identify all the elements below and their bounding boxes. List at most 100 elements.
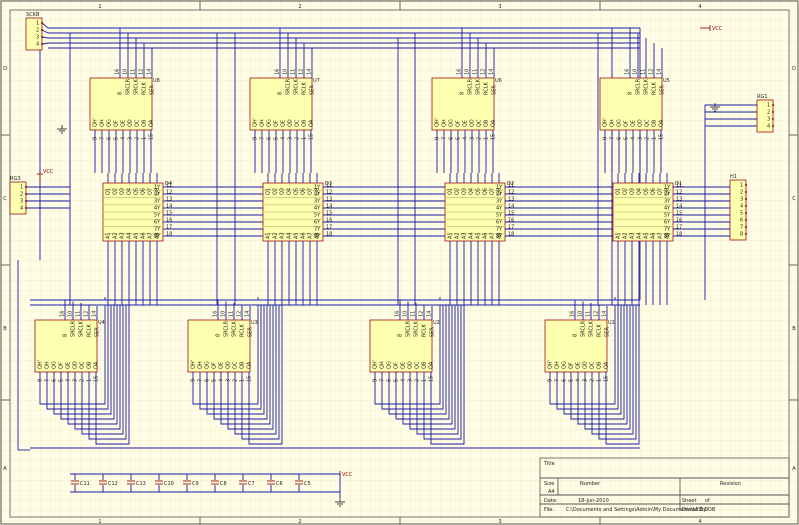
size-label: Size: [544, 481, 554, 487]
pin-num: 17: [166, 225, 172, 231]
border-col-label: 2: [298, 4, 301, 10]
pin-num: 11: [411, 311, 417, 317]
pin-name: A3: [280, 232, 286, 239]
pin-num: 2: [80, 379, 86, 382]
border-col-label: 2: [298, 519, 301, 525]
pin-num: 14: [489, 69, 495, 75]
title-label: Title: [543, 461, 555, 467]
pin-num: 1: [142, 137, 148, 140]
pin-num: 4: [66, 379, 72, 382]
pin-name: Q8: [315, 188, 321, 195]
return-loop: [402, 305, 453, 425]
pin-name: 7Y: [154, 227, 161, 233]
return-loop: [584, 305, 631, 430]
chip-ref: D3: [325, 181, 332, 187]
pin-num: 18: [166, 232, 172, 238]
pin-name: 7Y: [664, 227, 671, 233]
connector-pin: [771, 103, 775, 107]
border-col-label: 1: [98, 519, 101, 525]
pin-num: 13: [676, 197, 682, 203]
pin-num: 14: [307, 69, 313, 75]
pin-name: QA: [94, 361, 100, 369]
pin-name: QD: [638, 119, 644, 127]
pin-num: 16: [275, 69, 281, 75]
connector-pin: [744, 225, 748, 229]
pin-num: 11: [641, 69, 647, 75]
capacitor-ref: C13: [136, 481, 146, 487]
pin-name: RCLK: [142, 81, 148, 95]
pin-name: Q2: [273, 188, 279, 195]
pin-num: 14: [166, 204, 172, 210]
return-loop: [227, 305, 274, 430]
capacitor-ref: C5: [304, 481, 311, 487]
return-loop: [563, 305, 622, 415]
pin-name: SER: [660, 85, 666, 95]
connector-pin-num: 3: [740, 197, 743, 203]
shift-register-body: [89, 77, 153, 131]
connector-pin: [771, 110, 775, 114]
pin-name: QC: [477, 119, 483, 127]
pin-num: 12: [237, 311, 243, 317]
pin-num: 6: [52, 379, 58, 382]
pin-name: A6: [301, 232, 307, 239]
connector-pin: [40, 21, 44, 25]
ground-symbol: [710, 103, 720, 112]
pin-name: QD: [288, 119, 294, 127]
pin-name: Q8: [155, 188, 161, 195]
pin-name: QG: [267, 119, 273, 127]
connector-pin: [24, 192, 28, 196]
pin-num: 7: [380, 379, 386, 382]
pin-num: 14: [676, 204, 682, 210]
connector-pin-num: 2: [20, 192, 23, 198]
pin-name: QE: [576, 362, 582, 369]
pin-name: QC: [135, 119, 141, 127]
pin-name: Q7: [658, 188, 664, 195]
pin-name: 6Y: [496, 220, 503, 226]
size-value: A4: [548, 489, 555, 495]
pin-name: 1Y: [496, 185, 503, 191]
pin-num: 16: [508, 218, 514, 224]
pin-name: 2Y: [154, 192, 161, 198]
pin-name: RCLK: [240, 323, 246, 337]
pin-num: 16: [676, 218, 682, 224]
pin-name: SRCLK: [589, 320, 595, 337]
border-row-label: D: [792, 66, 796, 72]
connector-pin-num: 1: [36, 21, 39, 27]
pin-name: QA: [604, 361, 610, 369]
return-loop: [556, 305, 619, 410]
pin-name: A8: [665, 232, 671, 239]
connector-ref: H1: [730, 174, 737, 180]
connector-pin: [771, 117, 775, 121]
pin-num: 1: [87, 379, 93, 382]
connector-sckb-body: [25, 17, 43, 51]
pin-num: 11: [473, 69, 479, 75]
pin-name: 4Y: [154, 206, 161, 212]
pin-num: 9: [603, 137, 609, 140]
chip-ref: D4: [165, 181, 172, 187]
pin-name: A4: [287, 232, 293, 239]
pin-name: SRCLK: [476, 78, 482, 95]
pin-num: 11: [291, 69, 297, 75]
connector-pin: [771, 124, 775, 128]
pin-num: 6: [562, 379, 568, 382]
return-loop: [67, 305, 118, 425]
pin-name: Q7: [308, 188, 314, 195]
sheet-label: Sheet: [682, 498, 696, 504]
sheet-inner-border: [9, 9, 790, 518]
return-loop: [577, 305, 628, 425]
return-loop: [192, 305, 259, 405]
pin-num: 10: [123, 69, 129, 75]
date-label: Date:: [544, 498, 558, 504]
pin-name: Q1: [266, 188, 272, 195]
pin-name: SRCLR: [71, 320, 77, 337]
return-loop: [95, 305, 130, 445]
pin-name: QH': [603, 118, 609, 127]
pin-num: 14: [245, 311, 251, 317]
connector-pin-num: 3: [767, 117, 770, 123]
pin-num: 17: [326, 225, 332, 231]
pin-num: 2: [135, 137, 141, 140]
vcc-label: VCC: [43, 169, 54, 175]
